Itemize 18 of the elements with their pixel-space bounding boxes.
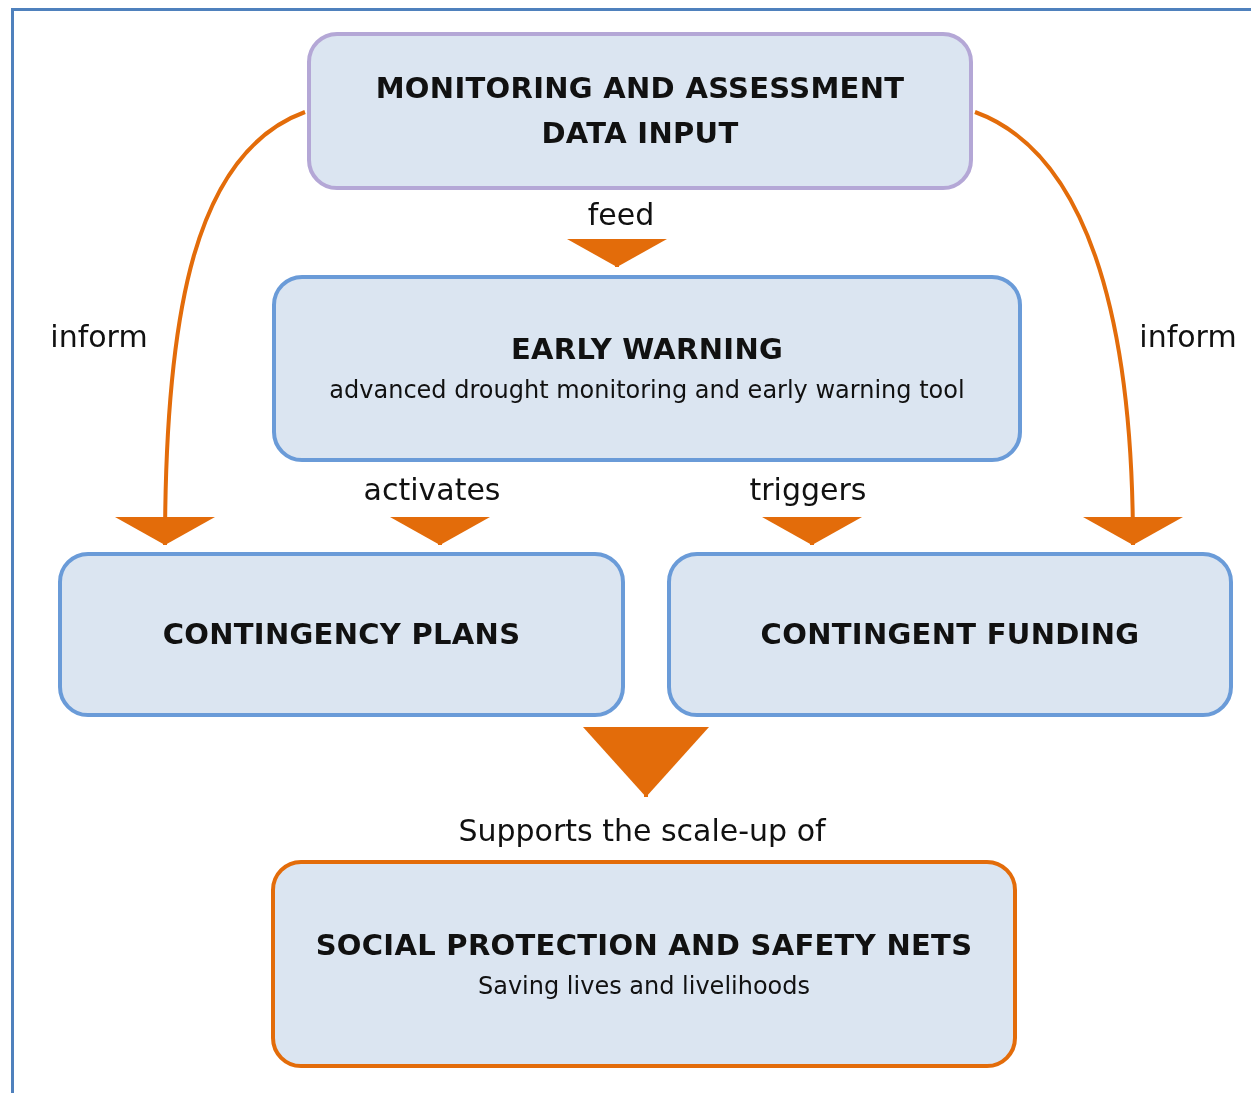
arrow <box>762 517 862 545</box>
arrow <box>390 517 490 545</box>
arrow <box>115 110 306 546</box>
box-heading: CONTINGENCY PLANS <box>162 616 521 654</box>
process-box <box>271 860 1017 1068</box>
box-heading: MONITORING AND ASSESSMENT DATA INPUT <box>374 70 906 152</box>
arrow <box>974 110 1183 546</box>
box-heading: EARLY WARNING <box>510 331 784 369</box>
box-heading: CONTINGENT FUNDING <box>760 616 1140 654</box>
process-box <box>272 275 1022 462</box>
process-box <box>667 552 1233 717</box>
box-description: advanced drought monitoring and early warning tool <box>329 375 965 407</box>
process-box <box>307 32 973 190</box>
box-heading: SOCIAL PROTECTION AND SAFETY NETS <box>315 926 973 964</box>
box-description: Saving lives and livelihoods <box>477 970 811 1002</box>
process-box <box>58 552 625 717</box>
arrow <box>567 239 667 267</box>
arrow <box>583 727 709 797</box>
